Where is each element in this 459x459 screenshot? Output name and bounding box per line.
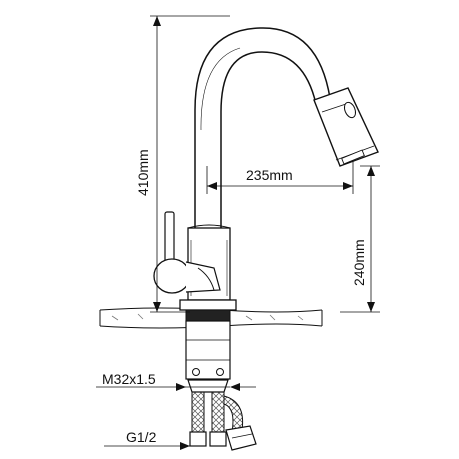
spout-reach-label: 235mm xyxy=(246,167,293,183)
hose-thread-label: G1/2 xyxy=(126,429,157,445)
dimension-spout-reach-line xyxy=(206,160,354,194)
total-height-label: 410mm xyxy=(135,149,151,196)
lever-handle xyxy=(153,211,221,294)
dimension-hose-thread-line xyxy=(104,442,190,450)
under-counter-fittings xyxy=(185,320,257,451)
spray-head xyxy=(313,87,379,167)
spout-clearance-label: 240mm xyxy=(351,239,367,286)
thread-size-label: M32x1.5 xyxy=(102,371,156,387)
dimension-total-height-line xyxy=(150,15,230,313)
dimension-spout-clearance-line xyxy=(340,165,380,313)
dimension-thread-size-line xyxy=(96,383,256,391)
gooseneck-spout xyxy=(194,27,331,228)
